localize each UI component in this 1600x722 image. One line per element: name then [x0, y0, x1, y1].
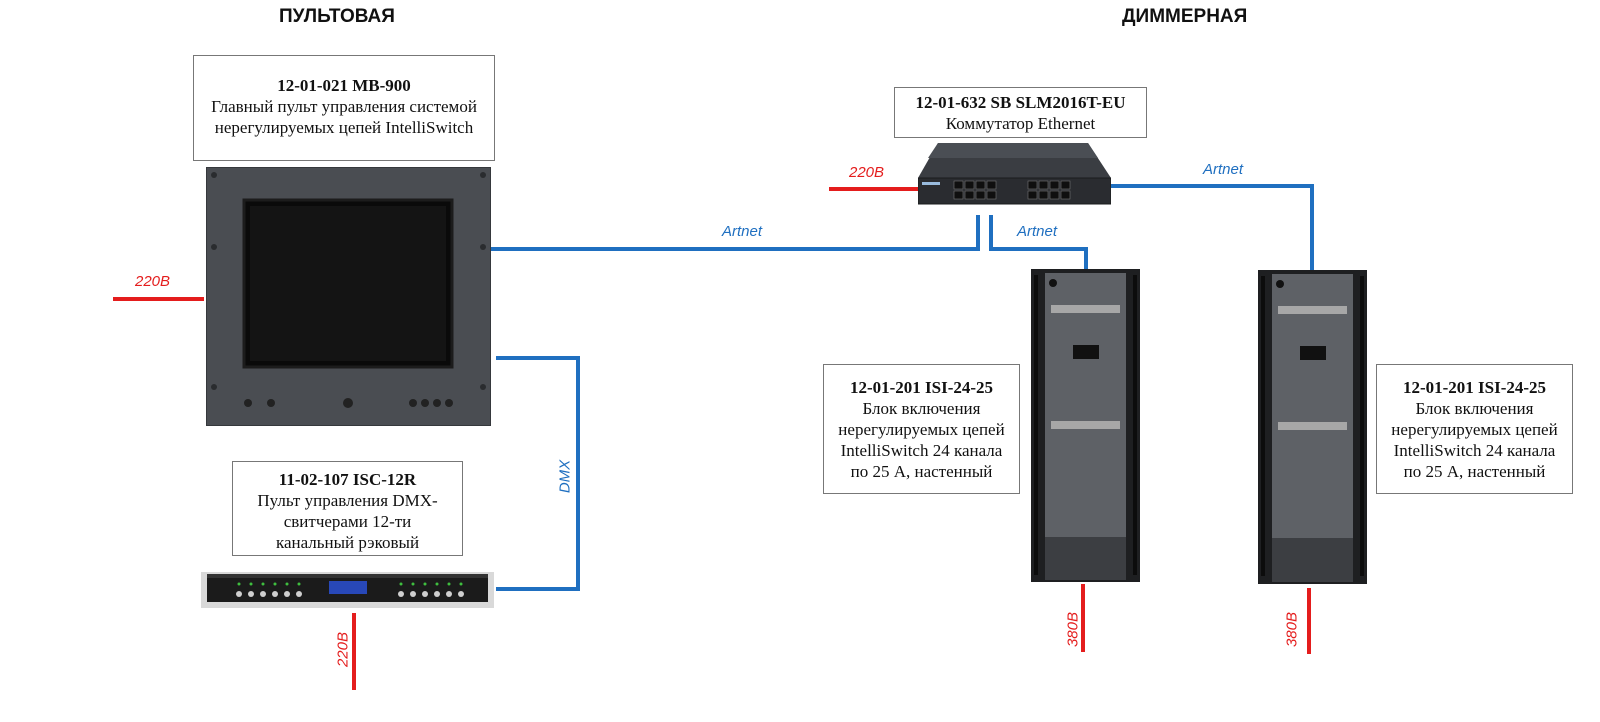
block-right-code: 12-01-201 ISI-24-25 — [1402, 378, 1547, 397]
power-block-right-tag: 380В — [1283, 611, 1301, 648]
dmx-tag: DMX — [556, 459, 574, 494]
main-console-code: 12-01-021 MB-900 — [277, 76, 411, 95]
artnet-main-tag: Artnet — [722, 223, 763, 240]
artnet-main-line — [490, 215, 980, 251]
block-right-desc-line2: нерегулируемых цепей — [1391, 420, 1558, 439]
dmx-console-desc-line2: свитчерами 12-ти — [283, 512, 412, 531]
block-left-code: 12-01-201 ISI-24-25 — [849, 378, 994, 397]
section-title-dimmer-room: ДИММЕРНАЯ — [1122, 6, 1248, 27]
dmx-line — [496, 356, 580, 591]
block-left-desc-line3: IntelliSwitch 24 канала — [840, 441, 1003, 460]
artnet-block-right-tag: Artnet — [1203, 161, 1244, 178]
artnet-block-left-line — [989, 215, 1088, 271]
block-right-desc-line3: IntelliSwitch 24 канала — [1393, 441, 1556, 460]
dmx-console-device — [201, 572, 494, 608]
dmx-console-desc-line1: Пульт управления DMX- — [257, 491, 438, 510]
block-right-desc-line1: Блок включения — [1415, 399, 1534, 418]
block-left-desc-line1: Блок включения — [862, 399, 981, 418]
block-left-device — [1031, 269, 1140, 582]
artnet-block-right-line — [1111, 184, 1314, 271]
ethernet-switch-device — [918, 143, 1111, 205]
block-right-desc-line4: по 25 А, настенный — [1403, 462, 1546, 481]
power-main-tag: 220В — [135, 273, 171, 290]
power-dmx-tag: 220В — [334, 631, 352, 668]
main-console-desc-line2: нерегулируемых цепей IntelliSwitch — [214, 118, 474, 137]
section-title-console-room: ПУЛЬТОВАЯ — [279, 6, 395, 27]
block-right-device — [1258, 270, 1367, 584]
block-left-label: 12-01-201 ISI-24-25 Блок включения нерег… — [823, 364, 1020, 494]
dmx-console-code: 11-02-107 ISC-12R — [278, 470, 417, 489]
block-right-label: 12-01-201 ISI-24-25 Блок включения нерег… — [1376, 364, 1573, 494]
block-left-desc-line2: нерегулируемых цепей — [838, 420, 1005, 439]
main-console-device — [206, 167, 491, 426]
power-switch-tag: 220В — [849, 164, 885, 181]
switch-desc: Коммутатор Ethernet — [945, 114, 1096, 133]
block-left-desc-line4: по 25 А, настенный — [850, 462, 993, 481]
switch-label: 12-01-632 SB SLM2016T-EU Коммутатор Ethe… — [894, 87, 1147, 138]
main-console-desc-line1: Главный пульт управления системой — [211, 97, 477, 116]
switch-code: 12-01-632 SB SLM2016T-EU — [915, 93, 1126, 112]
dmx-console-desc-line3: канальный рэковый — [275, 533, 420, 552]
main-console-label: 12-01-021 MB-900 Главный пульт управлени… — [193, 55, 495, 161]
power-block-left-tag: 380В — [1064, 611, 1082, 648]
artnet-block-left-tag: Artnet — [1017, 223, 1058, 240]
dmx-console-label: 11-02-107 ISC-12R Пульт управления DMX- … — [232, 461, 463, 556]
